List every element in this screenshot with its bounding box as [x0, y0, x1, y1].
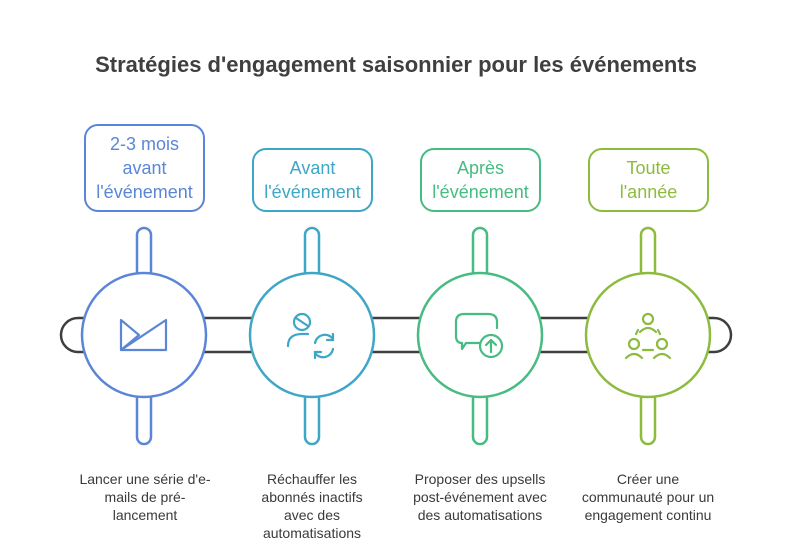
step-3-node [416, 226, 544, 446]
step-4-label: Toute l'année [588, 148, 709, 212]
video-to-email-icon [119, 318, 168, 352]
step-1-node [80, 226, 208, 446]
step-3-label: Après l'événement [420, 148, 541, 212]
step-2-description: Réchauffer les abonnés inactifs avec des… [261, 471, 363, 541]
timeline-track [59, 316, 733, 354]
community-icon [624, 312, 672, 360]
step-4-node [584, 226, 712, 446]
step-2-node [248, 226, 376, 446]
user-refresh-icon [286, 312, 335, 360]
step-3-description: Proposer des upsells post-événement avec… [413, 471, 547, 523]
step-1-description: Lancer une série d'e-mails de pré-lancem… [79, 471, 211, 523]
step-2-label: Avant l'événement [252, 148, 373, 212]
step-1-label: 2-3 mois avant l'événement [84, 124, 205, 212]
step-4-description: Créer une communauté pour un engagement … [581, 471, 715, 523]
page-title: Stratégies d'engagement saisonnier pour … [95, 52, 697, 77]
chat-upload-icon [454, 312, 504, 359]
